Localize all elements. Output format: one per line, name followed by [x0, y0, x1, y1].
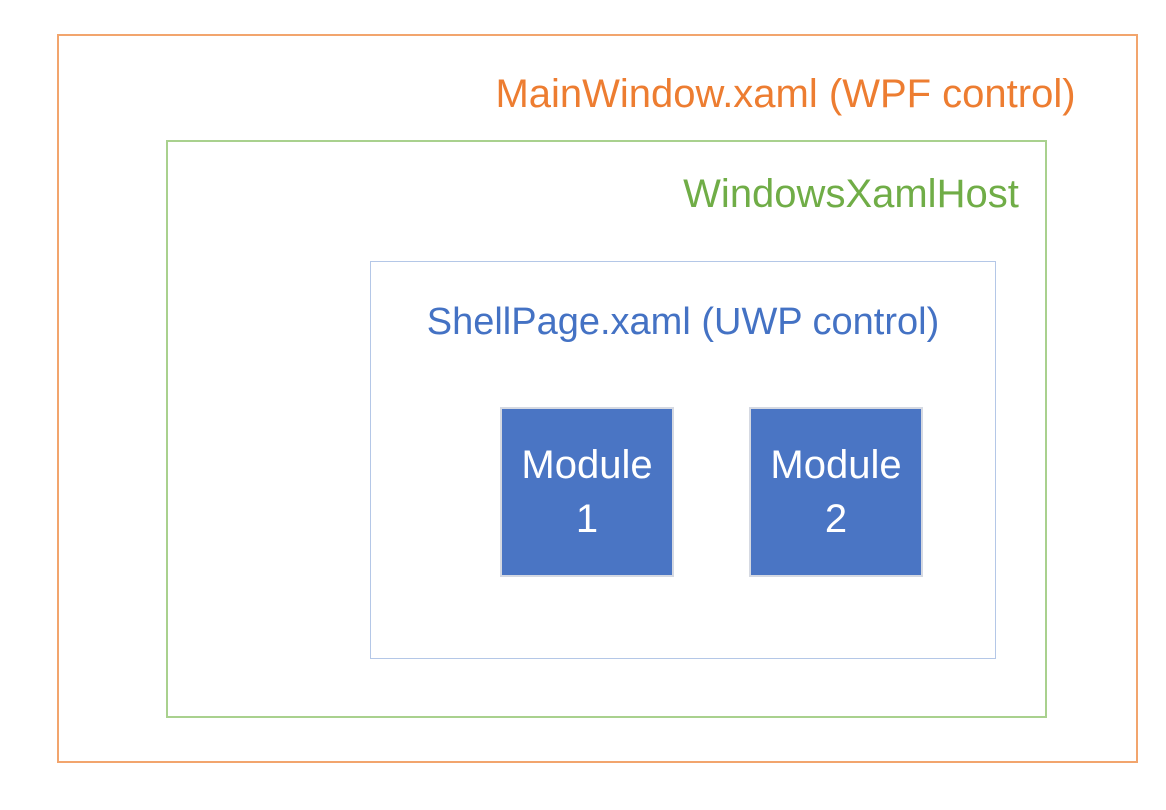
module-2-label-line2: 2 [824, 497, 848, 541]
module-1-box: Module 1 [500, 407, 674, 577]
module-1-label-line1: Module [521, 443, 653, 487]
shell-page-label: ShellPage.xaml (UWP control) [426, 301, 940, 343]
module-1-label-line2: 1 [575, 497, 599, 541]
windows-xaml-host-label: WindowsXamlHost [683, 172, 1019, 216]
module-2-box: Module 2 [749, 407, 923, 577]
wpf-window-box: MainWindow.xaml (WPF control) WindowsXam… [57, 34, 1138, 763]
shell-page-box: ShellPage.xaml (UWP control) Module 1 Mo… [370, 261, 996, 659]
wpf-window-label: MainWindow.xaml (WPF control) [495, 72, 1076, 116]
windows-xaml-host-box: WindowsXamlHost ShellPage.xaml (UWP cont… [166, 140, 1047, 718]
module-2-label-line1: Module [770, 443, 902, 487]
